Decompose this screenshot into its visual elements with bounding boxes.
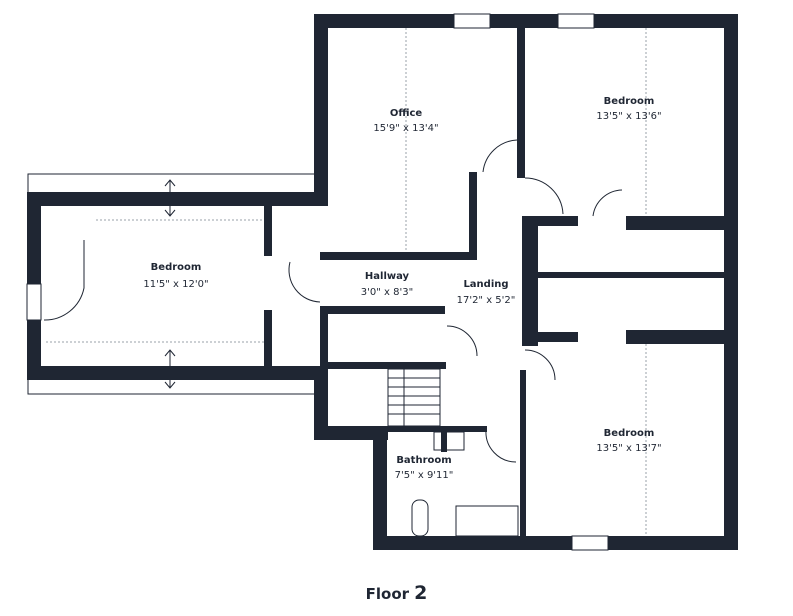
room-bedroom1-name: Bedroom xyxy=(604,96,655,107)
room-bathroom-name: Bathroom xyxy=(396,455,451,466)
room-office-dims: 15'9" x 13'4" xyxy=(373,123,438,134)
room-bedroom1-dims: 13'5" x 13'6" xyxy=(596,111,661,122)
room-hallway-dims: 3'0" x 8'3" xyxy=(361,287,413,298)
room-bedroom3-name: Bedroom xyxy=(604,428,655,439)
room-bedroom2-dims: 11'5" x 12'0" xyxy=(143,279,208,290)
floor-word: Floor xyxy=(365,585,410,603)
room-landing-name: Landing xyxy=(463,279,508,290)
room-bathroom-dims: 7'5" x 9'11" xyxy=(395,470,454,481)
room-landing-dims: 17'2" x 5'2" xyxy=(457,295,516,306)
projection-lines xyxy=(27,173,314,395)
room-bedroom2-name: Bedroom xyxy=(151,262,202,273)
guide-lines xyxy=(46,28,647,536)
bathroom-fixtures xyxy=(411,431,519,537)
doors xyxy=(43,139,623,463)
room-office-name: Office xyxy=(390,108,423,119)
room-bedroom3-dims: 13'5" x 13'7" xyxy=(596,443,661,454)
floor-number: 2 xyxy=(414,582,428,604)
windows xyxy=(26,13,609,551)
room-hallway-name: Hallway xyxy=(365,271,410,282)
walls xyxy=(27,14,738,550)
floor-label: Floor 2 xyxy=(0,582,793,604)
stairs xyxy=(387,368,441,427)
